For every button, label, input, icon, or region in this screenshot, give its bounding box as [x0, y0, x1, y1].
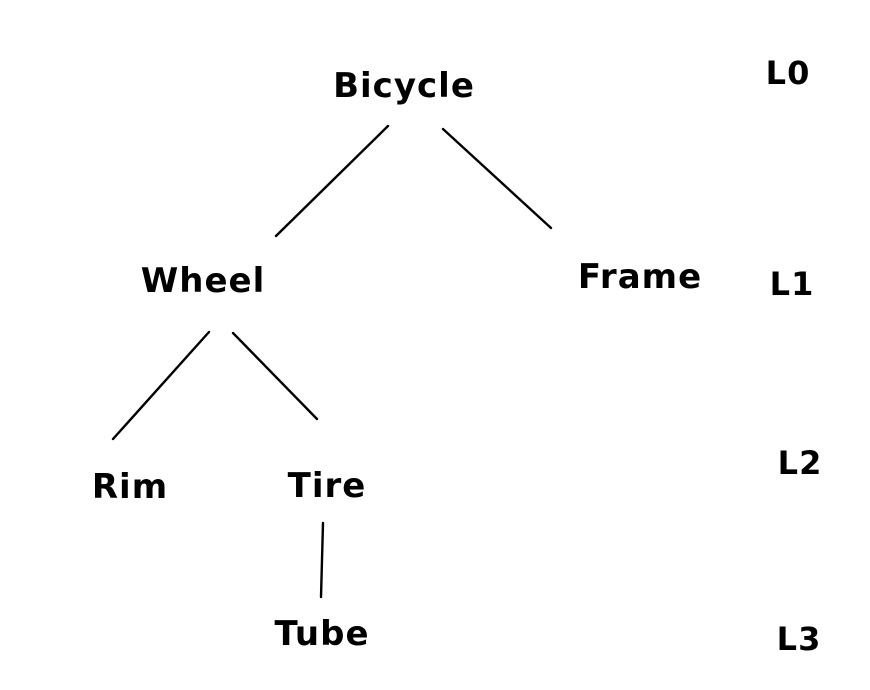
level-label-l2: L2 [777, 444, 823, 482]
node-bicycle: Bicycle [333, 66, 475, 106]
level-label-l0: L0 [765, 54, 811, 92]
edge-wheel-rim [111, 330, 211, 441]
node-tire: Tire [287, 466, 367, 506]
edge-bicycle-frame [441, 127, 553, 230]
level-label-l3: L3 [776, 620, 822, 658]
node-tube: Tube [274, 614, 370, 654]
level-label-l1: L1 [769, 265, 815, 303]
node-rim: Rim [91, 467, 169, 507]
node-wheel: Wheel [140, 261, 266, 301]
edge-bicycle-wheel [274, 124, 390, 238]
edge-tire-tube [319, 521, 325, 599]
node-frame: Frame [577, 257, 703, 297]
edge-wheel-tire [231, 331, 319, 421]
